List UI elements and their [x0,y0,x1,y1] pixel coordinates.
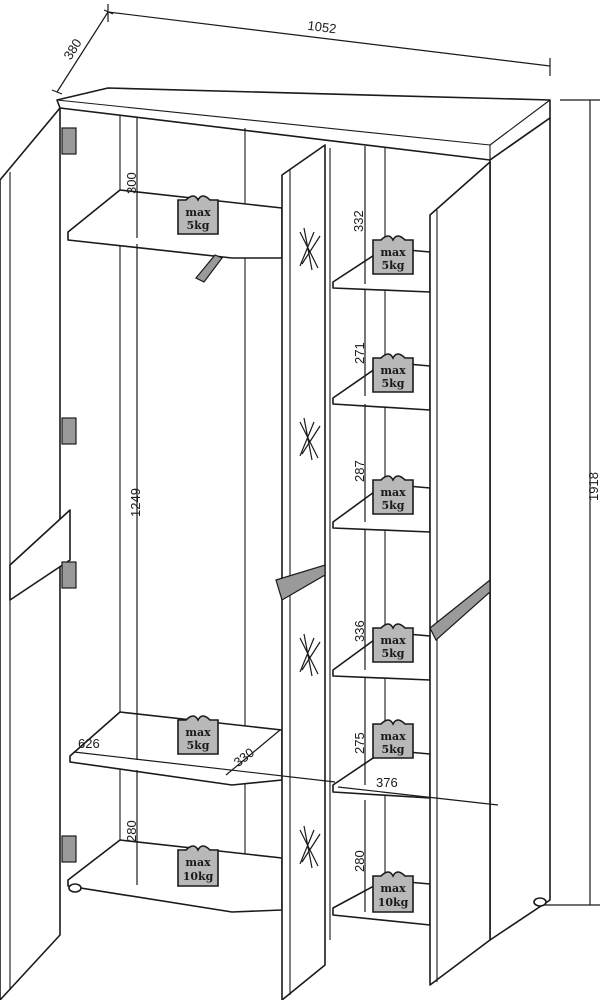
middle-door-ornament-2 [299,417,321,461]
weight-icon: max 5kg [372,475,414,515]
depth-tick-bottom [51,89,63,95]
middle-door-ornament-4 [299,825,321,869]
dim-336: 336 [352,620,367,642]
foot-right [533,897,547,907]
weight-icon: max 5kg [372,719,414,759]
dim-275: 275 [352,732,367,754]
top-board [56,87,551,161]
middle-door-ornament-3 [299,633,321,677]
foot-left [68,883,82,893]
svg-text:5kg: 5kg [382,499,405,512]
interior-dimensions: 300 1249 280 626 330 332 271 287 336 275… [73,118,499,912]
weight-icon: max 5kg [177,195,219,235]
right-side-panel [489,117,551,941]
svg-text:max: max [380,246,406,259]
svg-text:max: max [380,486,406,499]
svg-text:max: max [185,726,211,739]
svg-text:max: max [380,364,406,377]
svg-text:max: max [185,206,211,219]
left-hinge-top [61,127,77,155]
weight-icon: max 10kg [177,845,219,887]
right-door-panel [429,161,491,986]
left-hinge-middle [61,417,77,445]
depth-label: 380 [60,36,84,62]
left-door-handle-plate [9,509,71,601]
weight-icon: max 5kg [372,235,414,275]
top-side-edge [489,99,551,146]
svg-text:10kg: 10kg [183,870,214,883]
svg-text:5kg: 5kg [382,647,405,660]
width-dimension-line [107,11,551,67]
right-door-handle [429,578,491,641]
depth-dimension-line [56,11,109,93]
svg-text:5kg: 5kg [187,739,210,752]
dim-300: 300 [124,172,139,194]
svg-text:5kg: 5kg [187,219,210,232]
dim-1249: 1249 [128,488,143,517]
right-door [429,161,491,986]
left-bottom-shelf [67,839,283,913]
dim-626: 626 [78,736,100,751]
svg-text:max: max [380,730,406,743]
left-door [0,107,77,1000]
dim-287: 287 [352,460,367,482]
left-hinge-lower [61,561,77,589]
dim-271: 271 [352,342,367,364]
left-top-shelf [67,189,283,259]
top-front-edge [56,99,491,146]
hanging-rail [195,254,223,283]
middle-door-ornament-1 [299,227,321,271]
width-label: 1052 [307,18,338,36]
dim-280-left: 280 [124,820,139,842]
weight-icon: max 5kg [372,353,414,393]
svg-text:5kg: 5kg [382,377,405,390]
middle-door-handle [275,564,326,601]
svg-text:max: max [380,882,406,895]
dim-376: 376 [376,775,398,790]
dim-332: 332 [351,210,366,232]
dim-line-626 [73,751,336,783]
dim-line-330 [225,729,281,776]
middle-door [275,144,326,1000]
svg-text:5kg: 5kg [382,743,405,756]
svg-text:10kg: 10kg [378,896,409,909]
left-hinge-bottom [61,835,77,863]
svg-text:5kg: 5kg [382,259,405,272]
dim-280-right: 280 [352,850,367,872]
height-label: 1918 [586,472,601,501]
weight-icon: max 5kg [372,623,414,663]
svg-text:max: max [380,634,406,647]
weight-icon: max 5kg [177,715,219,755]
dim-line-376 [337,786,499,806]
load-weight-icons: max 5kg max 5kg max 10kg max 5kg max 5kg [177,195,414,913]
weight-icon: max 10kg [372,871,414,913]
svg-text:max: max [185,856,211,869]
